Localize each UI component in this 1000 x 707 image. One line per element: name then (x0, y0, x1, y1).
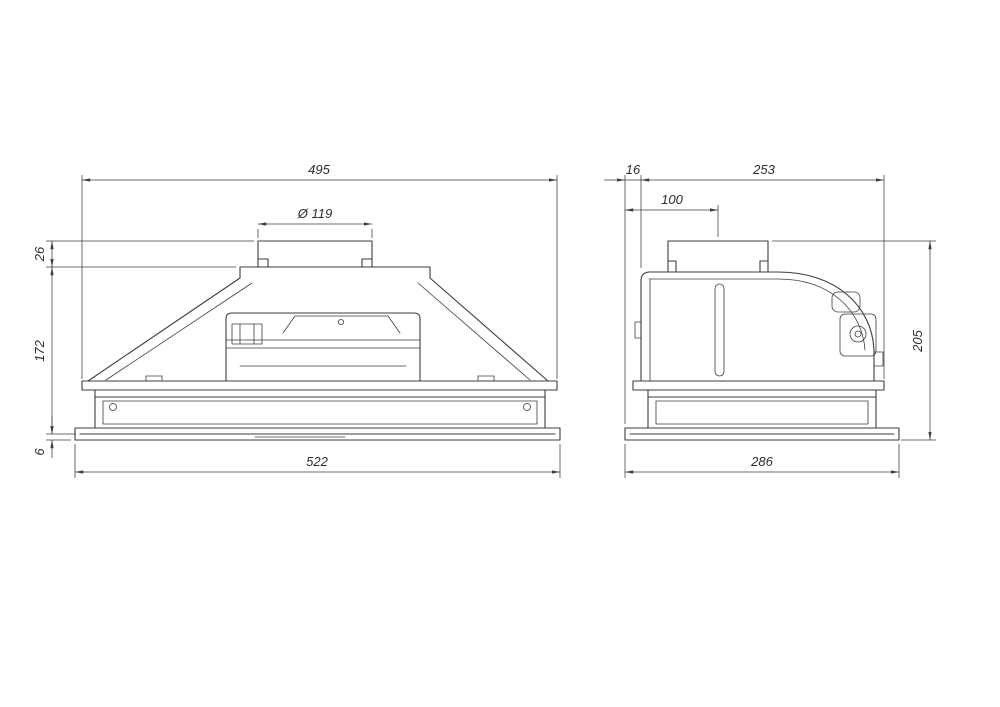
front-center-lines (225, 339, 421, 367)
front-housing-inner (102, 400, 538, 425)
side-flange-band (632, 380, 885, 391)
front-canopy-slopes (87, 277, 549, 382)
dimension-labels-side: 16 253 100 205 286 (626, 162, 925, 469)
dim-side-panel-depth: 286 (750, 454, 773, 469)
dim-front-body-width: 495 (308, 162, 330, 177)
dim-front-duct-diameter: Ø 119 (297, 206, 332, 221)
side-lower-housing (647, 389, 877, 429)
dimensions-front (46, 175, 561, 478)
side-left-tab (634, 321, 642, 339)
front-center-bump (282, 315, 401, 334)
dim-side-edge-offset: 16 (626, 162, 641, 177)
dim-side-total-height: 205 (910, 329, 925, 352)
side-motor-axle (854, 330, 862, 338)
dim-front-collar-height: 26 (32, 246, 47, 262)
front-bottom-panel (74, 427, 561, 441)
side-motor-cap (831, 291, 861, 313)
front-left-attachment (231, 323, 263, 345)
dim-side-body-depth: 253 (752, 162, 775, 177)
front-flange-band (81, 380, 558, 391)
front-screw-left (109, 403, 117, 411)
dim-front-panel-width: 522 (306, 454, 328, 469)
side-bottom-panel (624, 427, 900, 441)
front-band-clips (145, 375, 495, 382)
side-housing-inner (655, 400, 869, 425)
side-body (640, 271, 875, 382)
front-screw-right (523, 403, 531, 411)
front-center-screw (337, 318, 344, 325)
dim-front-panel-thickness: 6 (32, 448, 47, 456)
side-motor-box (839, 313, 877, 357)
front-canopy-top (239, 266, 431, 279)
side-body-inner (648, 278, 866, 382)
side-duct-collar (667, 240, 769, 273)
side-latch-tab (873, 351, 884, 367)
front-lower-housing (94, 389, 546, 429)
dim-side-duct-center-offset: 100 (661, 192, 683, 207)
front-view (74, 240, 561, 441)
front-canopy-inner-slopes (105, 282, 531, 381)
dim-front-body-height: 172 (32, 339, 47, 361)
side-slot (714, 283, 725, 377)
side-view (624, 240, 900, 441)
dimension-labels-front: 495 Ø 119 26 172 6 522 (32, 162, 332, 469)
front-duct-spigot (257, 240, 373, 268)
front-center-box (225, 312, 421, 382)
dimensions-side (604, 175, 936, 478)
side-motor-hub (849, 325, 867, 343)
